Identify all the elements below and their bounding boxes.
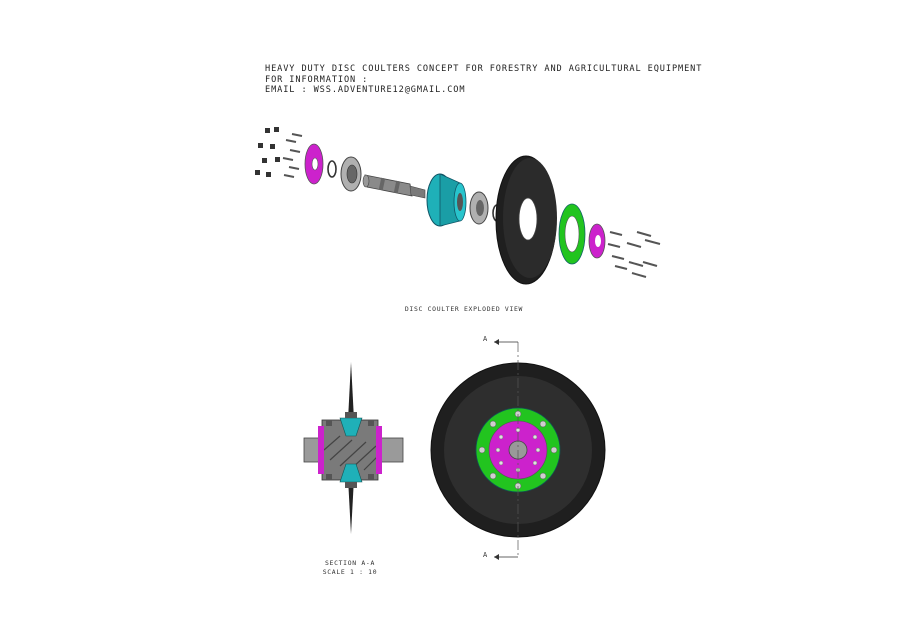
section-view bbox=[303, 362, 404, 534]
retainer-plate-right bbox=[588, 223, 606, 259]
retainer-plate-left bbox=[304, 143, 324, 185]
flange-bolt-holes bbox=[478, 410, 558, 490]
title-line: HEAVY DUTY DISC COULTERS CONCEPT FOR FOR… bbox=[265, 64, 703, 74]
seal-ring-left bbox=[327, 160, 337, 178]
bearing-right bbox=[469, 191, 489, 225]
blade-tip-bottom bbox=[348, 478, 354, 534]
plate-left-section bbox=[318, 426, 324, 474]
bolt-cluster-right bbox=[607, 231, 661, 278]
email-line: EMAIL : WSS.ADVENTURE12@GMAIL.COM bbox=[265, 85, 466, 95]
cut-label-bottom: A bbox=[483, 551, 488, 559]
section-title: SECTION A-A bbox=[324, 559, 376, 567]
arrowhead-bottom bbox=[494, 554, 499, 560]
plate-right-section bbox=[376, 426, 382, 474]
info-line: FOR INFORMATION : bbox=[265, 74, 369, 85]
disc-blade bbox=[495, 155, 557, 285]
title-block: HEAVY DUTY DISC COULTERS CONCEPT FOR FOR… bbox=[265, 64, 702, 96]
exploded-view bbox=[255, 127, 661, 285]
bolt-cluster-left bbox=[282, 133, 303, 178]
blade-tip-top bbox=[348, 362, 354, 420]
exploded-view-caption: DISC COULTER EXPLODED VIEW bbox=[404, 305, 524, 313]
bearing-left bbox=[340, 156, 362, 192]
shaft bbox=[362, 174, 426, 199]
flange-ring bbox=[558, 203, 586, 265]
section-scale: SCALE 1 : 10 bbox=[322, 567, 378, 576]
plate-bolt-holes bbox=[495, 427, 541, 473]
cut-label-top: A bbox=[483, 335, 488, 343]
section-bolts bbox=[326, 412, 374, 488]
nut-cluster-left bbox=[255, 127, 280, 177]
hub bbox=[426, 173, 467, 227]
arrowhead-top bbox=[494, 339, 499, 345]
front-view bbox=[430, 339, 606, 560]
section-caption: SECTION A-A SCALE 1 : 10 bbox=[300, 559, 400, 576]
